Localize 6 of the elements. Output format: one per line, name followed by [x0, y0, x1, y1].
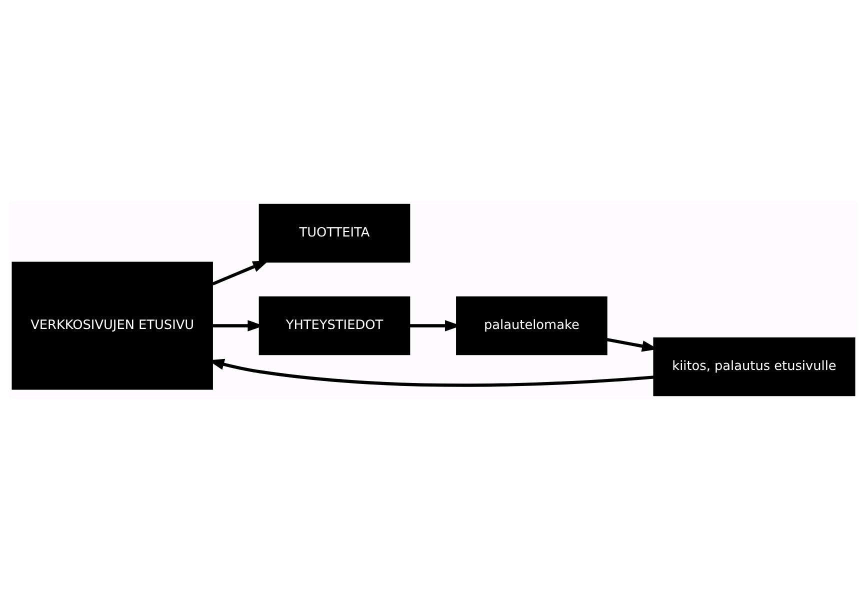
node-box: TUOTTEITA: [258, 204, 410, 263]
node-box: kiitos, palautus etusivulle: [653, 337, 856, 396]
node-box: VERKKOSIVUJEN ETUSIVU: [12, 262, 213, 390]
node-box: YHTEYSTIEDOT: [258, 296, 410, 356]
arrow: [212, 260, 269, 286]
node-box: palautelomake: [456, 296, 608, 356]
